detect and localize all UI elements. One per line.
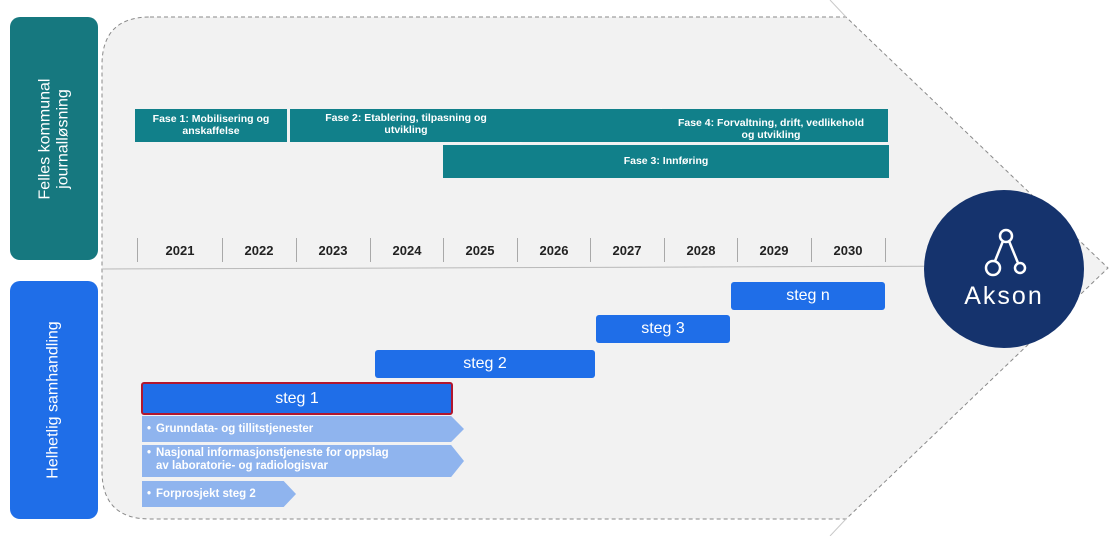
year-tick [737,238,738,262]
year-2029: 2029 [759,243,789,258]
step-3: steg 3 [596,315,730,343]
step1-item-nasjonal-label: Nasjonal informasjonstjeneste for oppsla… [156,447,389,472]
step1-item-grunndata-label: Grunndata- og tillitstjenester [156,422,314,435]
year-tick [370,238,371,262]
phase-2-label: Fase 2: Etablering, tilpasning og utvikl… [325,112,487,136]
year-2027: 2027 [612,243,642,258]
step1-item-forprosjekt: Forprosjekt steg 2 [142,481,296,507]
year-tick [296,238,297,262]
step-2: steg 2 [375,350,595,378]
year-2028: 2028 [686,243,716,258]
year-2022: 2022 [244,243,274,258]
year-2021: 2021 [165,243,195,258]
felles-journal-label: Felles kommunal journalløsning [10,17,98,260]
year-tick [222,238,223,262]
year-tick [137,238,138,262]
phase-1: Fase 1: Mobilisering og anskaffelse [135,109,287,142]
chevron-outline [829,0,847,536]
year-tick [811,238,812,262]
step1-item-grunndata: Grunndata- og tillitstjenester [142,416,464,442]
year-tick [517,238,518,262]
phase-3: Fase 3: Innføring [443,145,889,178]
year-2024: 2024 [392,243,422,258]
step1-item-nasjonal: Nasjonal informasjonstjeneste for oppsla… [142,445,464,477]
helhetlig-samhandling-label: Helhetlig samhandling [10,281,98,519]
felles-journal-text: Felles kommunal journalløsning [36,78,71,199]
phase-4-label: Fase 4: Forvaltning, drift, vedlikehold … [677,117,865,141]
year-2030: 2030 [833,243,863,258]
year-tick [443,238,444,262]
helhetlig-samhandling-text: Helhetlig samhandling [45,321,62,479]
akson-network-icon [984,228,1027,277]
timeline-divider [101,265,1001,270]
step-n: steg n [731,282,885,310]
step1-item-forprosjekt-label: Forprosjekt steg 2 [156,487,256,500]
phase-2 [290,109,888,142]
step-1: steg 1 [141,382,453,415]
year-tick [885,238,886,262]
year-2025: 2025 [465,243,495,258]
akson-logo: Akson [924,190,1084,348]
year-tick [664,238,665,262]
year-tick [590,238,591,262]
year-2023: 2023 [318,243,348,258]
akson-wordmark: Akson [964,282,1044,310]
year-2026: 2026 [539,243,569,258]
